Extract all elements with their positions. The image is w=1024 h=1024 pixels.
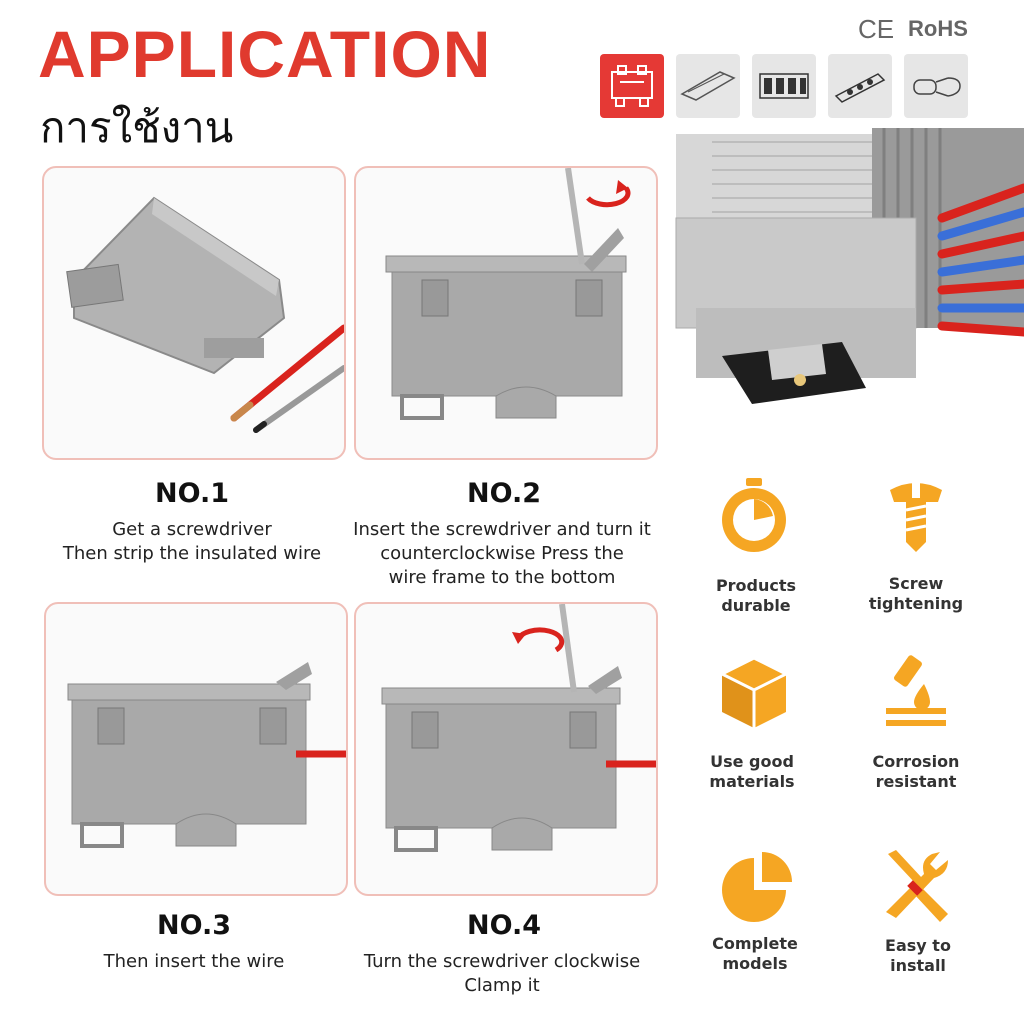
step-4-caption: Turn the screwdriver clockwise Clamp it xyxy=(363,951,641,996)
screw-icon xyxy=(876,476,956,556)
step-3-caption: Then insert the wire xyxy=(103,951,285,972)
thumbnail-fork-terminal[interactable] xyxy=(904,54,968,118)
terminal-strip-icon xyxy=(759,73,809,99)
thumbnail-marker-strip[interactable] xyxy=(828,54,892,118)
thumbnail-terminal-block[interactable] xyxy=(600,54,664,118)
fork-terminal-icon xyxy=(913,77,961,97)
tools-icon xyxy=(878,846,958,926)
thumbnail-din-rail[interactable] xyxy=(676,54,740,118)
rohs-mark: RoHS xyxy=(908,16,968,41)
marker-strip-icon xyxy=(834,73,886,103)
ce-mark: CE xyxy=(858,14,895,44)
step-2-number: NO.2 xyxy=(467,478,541,509)
step-4-image xyxy=(354,602,658,896)
step-1-image xyxy=(42,166,346,460)
step-1-caption: Get a screwdriver Then strip the insulat… xyxy=(62,519,322,564)
pie-chart-icon xyxy=(718,846,798,926)
step-2-caption: Insert the screwdriver and turn it count… xyxy=(353,519,651,588)
step-1-number: NO.1 xyxy=(155,478,229,509)
cube-icon xyxy=(714,652,794,732)
corrosion-drop-icon xyxy=(880,652,960,732)
din-rail-icon xyxy=(680,71,736,101)
step-3-image xyxy=(44,602,348,896)
step-4-number: NO.4 xyxy=(467,910,541,941)
step-3-number: NO.3 xyxy=(157,910,231,941)
step-2-image xyxy=(354,166,658,460)
terminal-block-icon xyxy=(611,65,653,107)
page-subtitle: การใช้งาน xyxy=(40,103,234,152)
page-title: APPLICATION xyxy=(38,17,492,91)
thumbnail-terminal-strip[interactable] xyxy=(752,54,816,118)
product-hero-image xyxy=(672,128,1024,434)
stopwatch-icon xyxy=(714,476,794,556)
